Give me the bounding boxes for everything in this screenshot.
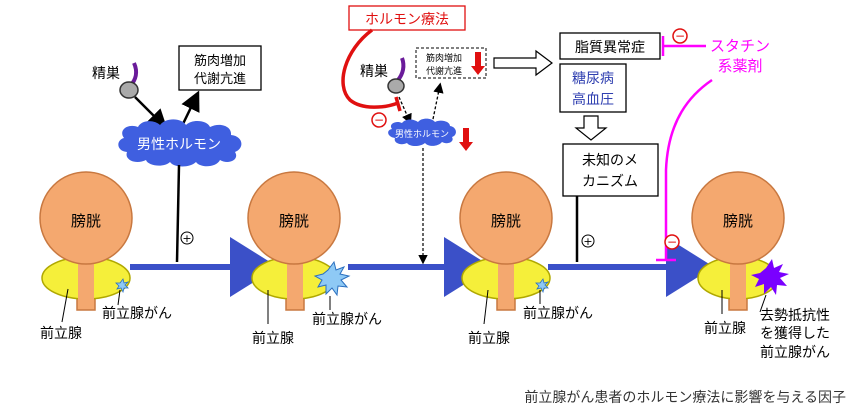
bladder-1 <box>39 171 133 265</box>
hypertension-label: 高血圧 <box>572 91 614 108</box>
muscle-text-2b: 代謝亢進 <box>426 65 462 77</box>
cancer-label-3: 前立腺がん <box>523 305 593 322</box>
leader-cancer-1 <box>117 289 121 306</box>
dyslipidemia-label: 脂質異常症 <box>575 40 645 56</box>
stage-2: ホルモン療法 − 精巣 筋肉増加 代謝亢進 男性ホルモン 膀胱 前立腺 前立腺が… <box>247 5 487 347</box>
plus-icon-1 <box>180 231 194 245</box>
urethra-1-front <box>78 256 94 308</box>
prostate-label-4: 前立腺 <box>704 320 746 337</box>
testis-cord-2 <box>396 57 406 82</box>
testis-label-2: 精巣 <box>360 64 388 80</box>
bladder-label-1: 膀胱 <box>71 212 101 230</box>
hollow-arrow-down <box>574 115 608 141</box>
therapy-red-path <box>341 28 399 109</box>
male-hormone-cloud-2 <box>388 118 456 146</box>
minus-icon-1 <box>371 112 387 128</box>
testis-label: 精巣 <box>92 66 120 82</box>
hollow-arrow-right <box>493 49 553 77</box>
male-hormone-cloud <box>118 119 242 167</box>
resistant-label-3: 前立腺がん <box>760 344 830 361</box>
cancer-label-1: 前立腺がん <box>102 305 172 322</box>
resistant-label-2: を獲得した <box>760 325 830 342</box>
prostate-label-1: 前立腺 <box>40 325 82 342</box>
cancer-resistant-4 <box>751 259 789 295</box>
hormone-therapy-box <box>348 5 466 31</box>
statin-group: − スタチン 系薬剤 − <box>656 28 770 262</box>
cancer-large-2 <box>313 260 351 297</box>
minus-icon-3 <box>664 234 680 250</box>
diabetes-box <box>559 63 627 113</box>
prostate-label-3: 前立腺 <box>468 330 510 347</box>
muscle-box <box>178 45 262 91</box>
bladder-2 <box>247 171 341 265</box>
testis-to-hormone-arrow <box>134 96 168 130</box>
down-arrow-red-muscle <box>471 52 485 75</box>
plus-sign-2: + <box>583 235 592 248</box>
minus-sign-1: − <box>374 113 384 127</box>
bladder-label-3: 膀胱 <box>491 212 521 230</box>
bladder-label-2: 膀胱 <box>279 212 309 230</box>
muscle-box-2 <box>415 47 487 79</box>
statin-label-2: 系薬剤 <box>717 57 762 75</box>
hormone2-to-muscle-arrow <box>431 82 444 125</box>
urethra-3-front <box>498 256 514 308</box>
resistant-label-1: 去勢抵抗性 <box>760 308 830 324</box>
stage-3: 脂質異常症 糖尿病 高血圧 未知のメ カニズム + 膀胱 前立腺 前立腺がん <box>459 32 661 347</box>
male-hormone-label-2: 男性ホルモン <box>395 128 449 140</box>
testis-icon <box>119 81 139 99</box>
leader-prostate-3 <box>483 289 489 325</box>
hormone-down-line <box>175 164 181 263</box>
testis2-to-hormone-arrow <box>398 96 412 125</box>
stage-4: 膀胱 前立腺 去勢抵抗性 を獲得した 前立腺がん <box>691 171 830 361</box>
urethra-2-front <box>287 256 303 308</box>
therapy-block-bar <box>394 96 402 112</box>
male-hormone-label: 男性ホルモン <box>137 137 221 153</box>
unknown-mechanism-box <box>562 143 659 197</box>
minus-sign-3: − <box>667 235 677 249</box>
figure-caption: 前立腺がん患者のホルモン療法に影響を与える因子 <box>524 389 846 406</box>
muscle-text-2: 代謝亢進 <box>194 71 246 87</box>
leader-prostate-1 <box>61 288 69 323</box>
minus-icon-2 <box>672 28 688 44</box>
minus-sign-2: − <box>675 29 685 43</box>
down-arrow-red-hormone <box>459 128 473 151</box>
muscle-text-2a: 筋肉増加 <box>426 52 462 64</box>
hormone-therapy-label: ホルモン療法 <box>365 11 449 28</box>
plus-icon-2 <box>581 234 595 248</box>
urethra-4-front <box>730 256 746 308</box>
statin-label-1: スタチン <box>710 37 770 55</box>
muscle-text-1: 筋肉増加 <box>194 53 246 69</box>
bladder-label-4: 膀胱 <box>723 212 753 230</box>
leader-cancer-4 <box>759 294 767 313</box>
bladder-4 <box>691 171 785 265</box>
statin-down-path <box>664 78 713 260</box>
cancer-small-3 <box>535 278 550 294</box>
prostate-label-2: 前立腺 <box>252 330 294 347</box>
testis-icon-2 <box>387 78 405 94</box>
stage-1: 精巣 筋肉増加 代謝亢進 男性ホルモン + 膀胱 前立腺 前立腺がん <box>39 45 262 342</box>
cancer-label-2: 前立腺がん <box>312 311 382 328</box>
unknown-text-2: カニズム <box>582 174 638 190</box>
unknown-text-1: 未知のメ <box>582 152 638 169</box>
diabetes-label: 糖尿病 <box>572 71 614 87</box>
plus-sign-1: + <box>182 232 191 245</box>
cancer-small-1 <box>115 278 130 294</box>
bladder-3 <box>459 171 553 265</box>
dyslipidemia-box <box>559 32 661 60</box>
